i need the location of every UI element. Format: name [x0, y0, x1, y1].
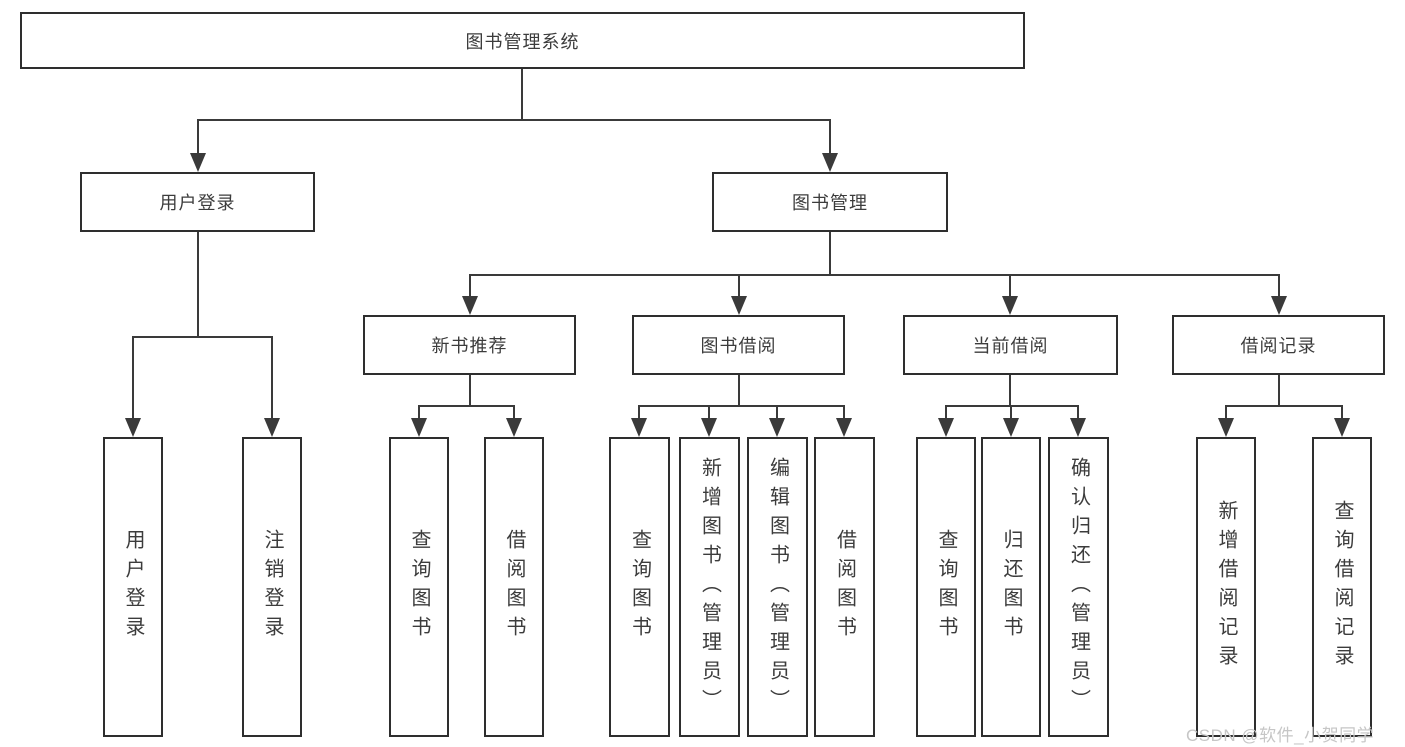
node-leaf-borrow-books-recommend-label: 借阅图书 — [503, 529, 525, 645]
arrow-down-icon — [1003, 418, 1019, 437]
connector-line — [1077, 405, 1079, 419]
node-new-book-recommend-label: 新书推荐 — [431, 336, 508, 356]
node-book-borrow-label: 图书借阅 — [700, 336, 777, 356]
arrow-down-icon — [1334, 418, 1350, 437]
connector-line — [1010, 405, 1012, 419]
node-leaf-query-borrow-record: 查询借阅记录 — [1312, 437, 1372, 737]
connector-line — [1009, 375, 1011, 407]
node-leaf-add-books-admin-label: 新增图书（管理员） — [698, 456, 721, 718]
connector-line — [521, 69, 523, 121]
node-leaf-borrow-books-label: 借阅图书 — [833, 529, 856, 645]
node-leaf-borrow-books: 借阅图书 — [814, 437, 875, 737]
connector-line — [469, 274, 1280, 276]
node-leaf-add-borrow-record: 新增借阅记录 — [1196, 437, 1256, 737]
node-leaf-edit-books-admin: 编辑图书（管理员） — [747, 437, 808, 737]
connector-line — [513, 405, 515, 419]
connector-line — [1278, 375, 1280, 407]
node-leaf-query-borrow-record-label: 查询借阅记录 — [1331, 500, 1353, 674]
node-leaf-borrow-books-recommend: 借阅图书 — [484, 437, 544, 737]
node-leaf-query-books-borrow: 查询图书 — [609, 437, 670, 737]
connector-line — [1225, 405, 1227, 419]
connector-line — [418, 405, 420, 419]
connector-line — [945, 405, 1079, 407]
arrow-down-icon — [938, 418, 954, 437]
node-library-system-label: 图书管理系统 — [465, 31, 580, 52]
node-leaf-edit-books-admin-label: 编辑图书（管理员） — [766, 456, 789, 718]
node-leaf-return-books: 归还图书 — [981, 437, 1041, 737]
node-current-borrow-label: 当前借阅 — [972, 336, 1049, 356]
node-book-management-label: 图书管理 — [792, 193, 868, 213]
node-leaf-add-books-admin: 新增图书（管理员） — [679, 437, 740, 737]
node-leaf-query-books-current-label: 查询图书 — [935, 529, 957, 645]
connector-line — [132, 336, 134, 419]
node-leaf-add-borrow-record-label: 新增借阅记录 — [1215, 500, 1237, 674]
arrow-down-icon — [631, 418, 647, 437]
connector-line — [1009, 274, 1011, 297]
connector-line — [638, 405, 845, 407]
node-leaf-logout: 注销登录 — [242, 437, 302, 737]
connector-line — [708, 405, 710, 419]
arrow-down-icon — [462, 296, 478, 315]
connector-line — [197, 119, 199, 155]
node-user-login: 用户登录 — [80, 172, 315, 232]
connector-line — [829, 232, 831, 276]
arrow-down-icon — [769, 418, 785, 437]
node-leaf-query-books-recommend-label: 查询图书 — [408, 529, 430, 645]
node-book-management: 图书管理 — [712, 172, 948, 232]
arrow-down-icon — [125, 418, 141, 437]
node-book-borrow: 图书借阅 — [632, 315, 845, 375]
node-leaf-query-books-borrow-label: 查询图书 — [628, 529, 651, 645]
connector-line — [197, 119, 831, 121]
connector-line — [271, 336, 273, 419]
node-borrow-records-label: 借阅记录 — [1240, 336, 1317, 356]
arrow-down-icon — [836, 418, 852, 437]
arrow-down-icon — [701, 418, 717, 437]
arrow-down-icon — [1070, 418, 1086, 437]
arrow-down-icon — [1271, 296, 1287, 315]
arrow-down-icon — [190, 153, 206, 172]
connector-line — [776, 405, 778, 419]
connector-line — [469, 375, 471, 407]
node-current-borrow: 当前借阅 — [903, 315, 1118, 375]
node-leaf-query-books-recommend: 查询图书 — [389, 437, 449, 737]
node-leaf-logout-label: 注销登录 — [261, 529, 283, 645]
connector-line — [738, 274, 740, 297]
arrow-down-icon — [822, 153, 838, 172]
arrow-down-icon — [731, 296, 747, 315]
arrow-down-icon — [1002, 296, 1018, 315]
connector-line — [1341, 405, 1343, 419]
node-leaf-user-login: 用户登录 — [103, 437, 163, 737]
connector-line — [197, 232, 199, 338]
connector-line — [1225, 405, 1343, 407]
connector-line — [945, 405, 947, 419]
connector-line — [738, 375, 740, 407]
arrow-down-icon — [264, 418, 280, 437]
connector-line — [638, 405, 640, 419]
node-user-login-label: 用户登录 — [159, 193, 236, 213]
node-leaf-user-login-label: 用户登录 — [122, 529, 144, 645]
node-leaf-confirm-return-admin: 确认归还（管理员） — [1048, 437, 1109, 737]
node-leaf-confirm-return-admin-label: 确认归还（管理员） — [1067, 456, 1090, 718]
connector-line — [843, 405, 845, 419]
node-library-system: 图书管理系统 — [20, 12, 1025, 69]
connector-line — [1278, 274, 1280, 297]
node-new-book-recommend: 新书推荐 — [363, 315, 576, 375]
connector-line — [132, 336, 273, 338]
arrow-down-icon — [506, 418, 522, 437]
connector-line — [469, 274, 471, 297]
connector-line — [829, 119, 831, 155]
arrow-down-icon — [411, 418, 427, 437]
connector-line — [418, 405, 515, 407]
node-leaf-query-books-current: 查询图书 — [916, 437, 976, 737]
node-borrow-records: 借阅记录 — [1172, 315, 1385, 375]
arrow-down-icon — [1218, 418, 1234, 437]
csdn-watermark: CSDN @软件_小贺同学 — [1186, 726, 1375, 745]
node-leaf-return-books-label: 归还图书 — [1000, 529, 1022, 645]
